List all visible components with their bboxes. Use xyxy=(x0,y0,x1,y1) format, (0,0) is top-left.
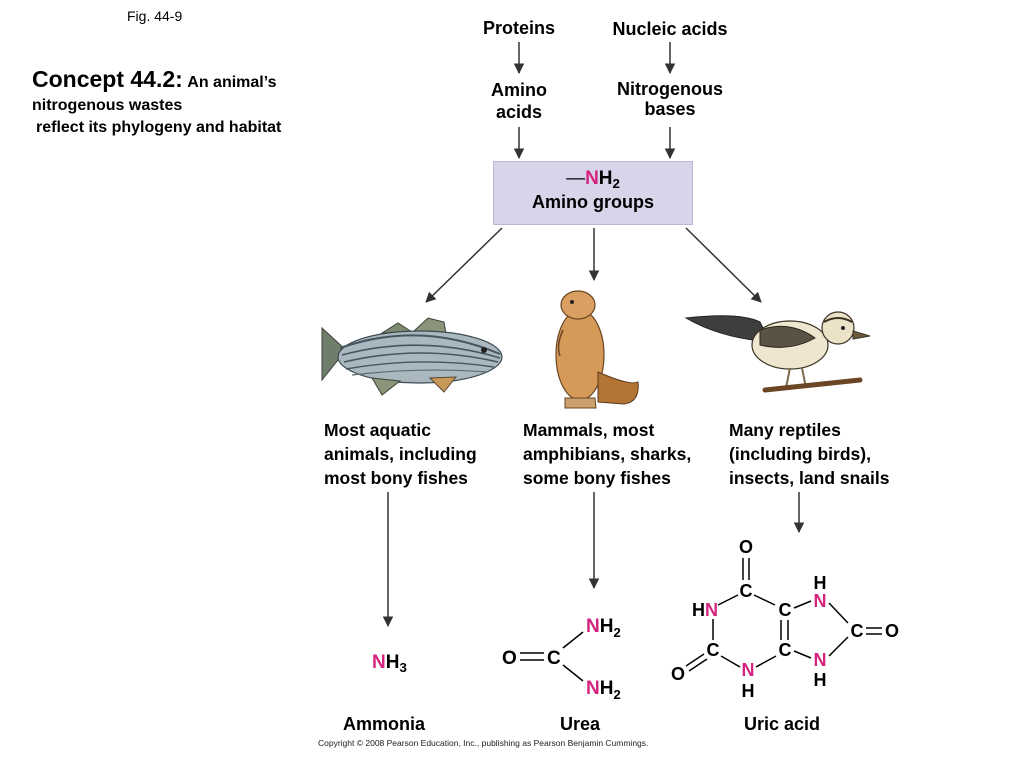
copyright-notice: Copyright © 2008 Pearson Education, Inc.… xyxy=(318,738,649,748)
arrow-box-to-aquatic xyxy=(425,227,503,303)
bird-icon xyxy=(684,311,871,393)
waste-name-urea: Urea xyxy=(560,714,601,734)
flow-arrows xyxy=(382,42,805,628)
svg-text:O: O xyxy=(502,648,517,669)
arrow-box-to-reptiles xyxy=(685,227,762,303)
amino-groups-box: —NH2 Amino groups xyxy=(493,161,693,225)
svg-text:C: C xyxy=(779,640,792,660)
urea-structure: O C NH2 NH2 xyxy=(502,616,621,702)
nitrogenous-bases-label: Nitrogenous bases xyxy=(617,79,723,119)
svg-text:C: C xyxy=(740,581,753,601)
fish-icon xyxy=(321,317,503,396)
urea-nh2-bottom: NH2 xyxy=(586,678,621,702)
svg-text:O: O xyxy=(671,664,685,684)
urea-nh2-top: NH2 xyxy=(586,616,621,640)
concept-number: Concept 44.2: xyxy=(32,66,183,92)
svg-text:H: H xyxy=(814,573,827,593)
svg-text:C: C xyxy=(779,600,792,620)
svg-text:HN: HN xyxy=(692,600,718,620)
waste-name-uric-acid: Uric acid xyxy=(744,714,821,734)
nucleic-acids-label: Nucleic acids xyxy=(612,19,728,39)
svg-text:H: H xyxy=(742,681,755,701)
amino-groups-label: Amino groups xyxy=(532,191,654,212)
prairie-dog-icon xyxy=(555,290,639,409)
proteins-label: Proteins xyxy=(482,18,556,38)
svg-text:C: C xyxy=(851,621,864,641)
svg-text:N: N xyxy=(742,660,755,680)
waste-name-ammonia: Ammonia xyxy=(343,714,426,734)
ammonia-formula: NH3 xyxy=(372,652,407,675)
svg-text:O: O xyxy=(885,621,899,641)
svg-text:C: C xyxy=(547,648,561,669)
svg-text:N: N xyxy=(814,650,827,670)
svg-text:H: H xyxy=(814,670,827,690)
uric-acid-structure: O C HN C C C N H O H N N H C O xyxy=(671,537,899,701)
concept-line-3: reflect its phylogeny and habitat xyxy=(36,119,282,136)
svg-text:N: N xyxy=(814,591,827,611)
svg-text:C: C xyxy=(707,640,720,660)
figure-label: Fig. 44-9 xyxy=(127,8,183,24)
concept-line-2: nitrogenous wastes xyxy=(32,97,183,114)
amino-group-formula: —NH2 xyxy=(566,168,620,191)
concept-heading: Concept 44.2: An animal’s nitrogenous wa… xyxy=(32,66,352,137)
concept-subtitle: An animal’s xyxy=(187,74,277,91)
svg-text:O: O xyxy=(739,537,753,557)
group-reptiles-description: Many reptiles(including birds),insects, … xyxy=(729,420,890,488)
amino-acids-label: Amino acids xyxy=(491,80,547,122)
